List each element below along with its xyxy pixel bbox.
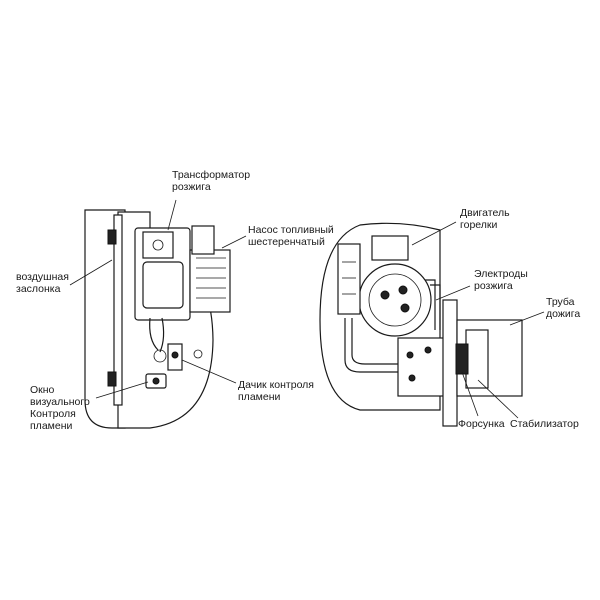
label-burner-motor: Двигатель горелки — [460, 207, 510, 231]
label-stabilizer: Стабилизатор — [510, 418, 579, 430]
nozzle-part — [455, 343, 469, 375]
mounting-flange — [442, 299, 458, 427]
electrode-wires — [425, 279, 441, 330]
right-burner-view — [319, 222, 523, 427]
label-nozzle: Форсунка — [458, 418, 505, 430]
label-sight-window: Окно визуального Контроля пламени — [30, 384, 90, 432]
burner-motor-part — [358, 263, 432, 337]
cable-loop — [153, 349, 167, 363]
stabilizer-part — [465, 329, 489, 389]
fuel-pump-part — [189, 249, 231, 313]
fuel-fittings — [337, 243, 361, 315]
ignition-cables — [149, 317, 165, 353]
air-damper-clip-top — [107, 229, 117, 245]
label-ignition-electrodes: Электроды розжига — [474, 268, 528, 292]
left-burner-view — [84, 209, 231, 429]
mount-bolt — [193, 349, 203, 359]
fuel-pump-head — [191, 225, 215, 255]
transformer-top — [142, 231, 174, 259]
label-ignition-transformer: Трансформатор розжига — [172, 169, 251, 193]
transformer-terminal — [152, 239, 164, 251]
label-blast-tube: Труба дожига — [546, 296, 581, 320]
label-fuel-pump: Насос топливный шестеренчатый — [248, 224, 334, 248]
motor-top-block — [371, 235, 409, 261]
fuel-pipes — [344, 318, 400, 373]
air-damper-bar — [113, 214, 123, 406]
transformer-core — [142, 261, 184, 309]
leader-lines — [69, 199, 545, 419]
air-damper-clip-bottom — [107, 371, 117, 387]
flame-sensor-eye — [171, 351, 179, 359]
label-flame-sensor: Дачик контроля пламени — [238, 379, 314, 403]
nozzle-holder-block — [397, 337, 447, 397]
label-air-damper: воздушная заслонка — [16, 271, 69, 295]
